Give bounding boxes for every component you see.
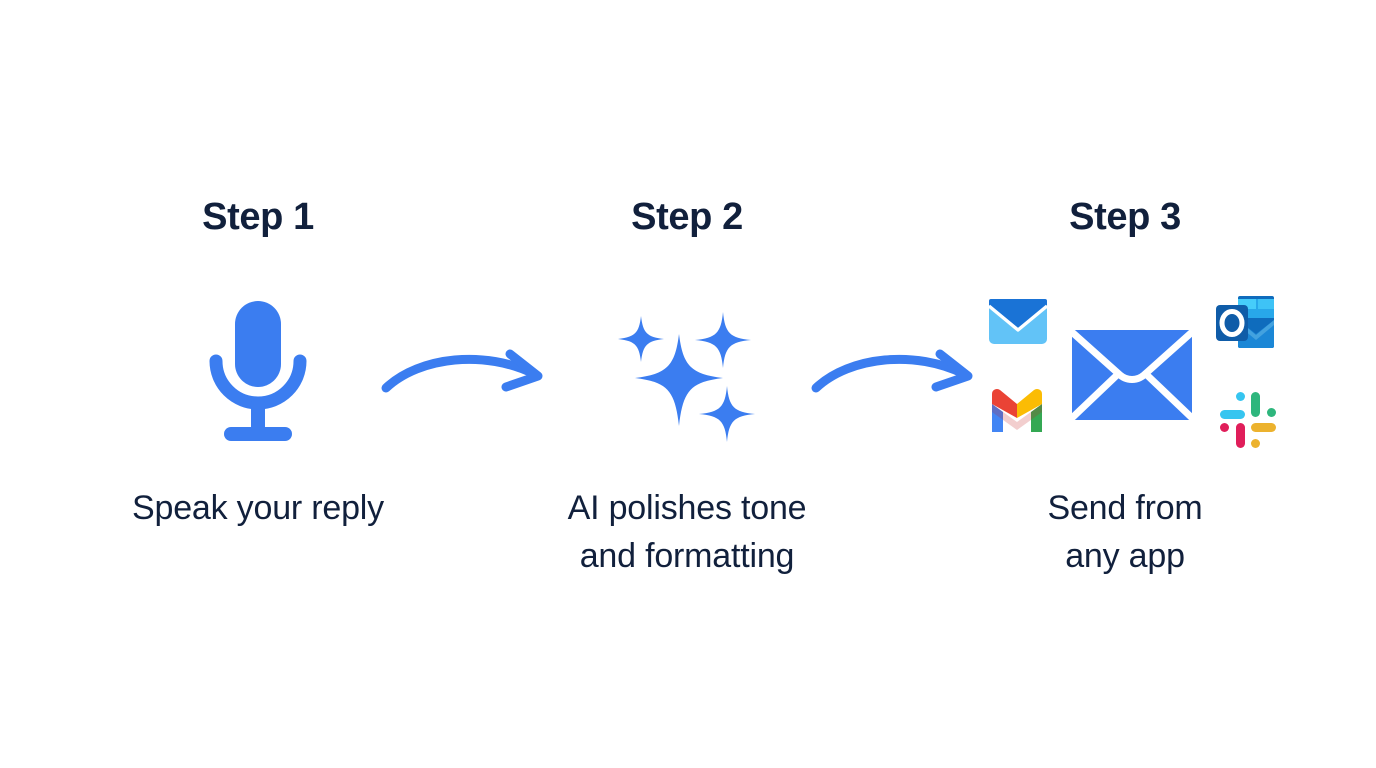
step-3-visual [935,292,1315,460]
step-3-caption-line-2: any app [1065,537,1185,576]
step-1-caption-line-1: Speak your reply [132,489,384,527]
app-cluster [960,292,1290,460]
step-3-caption-line-1: Send from [1047,489,1203,527]
step-1-visual [68,292,448,460]
step-3-column: Step 3 [935,0,1315,768]
slack-icon [1218,390,1278,455]
step-1-caption: Speak your reply [68,484,448,532]
outlook-icon [1214,294,1276,357]
step-1-heading: Step 1 [202,196,314,238]
envelope-icon [1069,328,1195,427]
arrow-step1-to-step2 [378,340,558,410]
gmail-icon [988,388,1046,439]
step-2-heading: Step 2 [631,196,743,238]
step-2-caption: AI polishes tone and formatting [497,484,877,581]
step-2-visual [497,292,877,460]
step-2-caption-line-1: AI polishes tone [567,489,807,527]
microphone-icon [202,299,314,454]
mail-envelope-icon [987,298,1049,351]
arrow-step2-to-step3 [808,340,988,410]
step-1-column: Step 1 Speak your reply [68,0,448,768]
step-2-column: Step 2 AI polishes tone and formatting [497,0,877,768]
step-2-caption-line-2: and formatting [579,537,795,576]
step-3-heading: Step 3 [1069,196,1181,238]
sparkles-icon [617,304,757,449]
step-3-caption: Send from any app [935,484,1315,581]
